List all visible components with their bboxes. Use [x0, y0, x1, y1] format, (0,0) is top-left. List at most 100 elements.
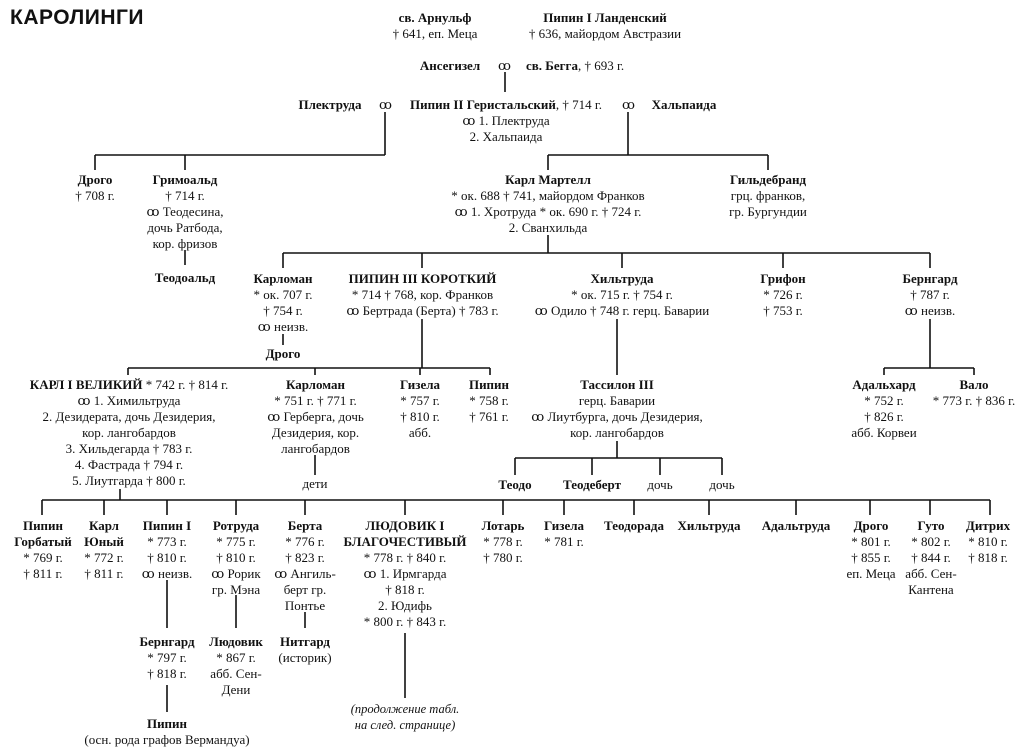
- person-name: дочь: [709, 477, 735, 492]
- person-detail: † 818 г.: [968, 550, 1008, 565]
- person-detail: ꝏ Теодесина,: [146, 204, 224, 219]
- person-detail: Понтье: [284, 598, 326, 613]
- person-detail: * 775 г.: [216, 534, 256, 549]
- person-detail: абб.: [408, 425, 432, 440]
- person-name: Теодоальд: [154, 270, 216, 285]
- person-karl-martell: Карл Мартелл * ок. 688 † 741, майордом Ф…: [438, 172, 658, 236]
- person-detail: * 769 г.: [23, 550, 63, 565]
- person-detail: † 810 г.: [147, 550, 187, 565]
- person-detail: * 810 г.: [968, 534, 1008, 549]
- person-detail: † 826 г.: [864, 409, 904, 424]
- person-detail: † 761 г.: [469, 409, 509, 424]
- person-lotar: Лотарь * 778 г. † 780 г.: [474, 518, 532, 566]
- chart-title: КАРОЛИНГИ: [10, 6, 145, 29]
- person-name: Адальхард: [852, 377, 916, 392]
- person-detail: абб. Сен-: [210, 666, 262, 681]
- person-berta: Берта * 776 г. † 823 г. ꝏ Ангиль- берт г…: [272, 518, 338, 614]
- person-detail: ꝏ 1. Хротруда * ок. 690 г. † 724 г.: [454, 204, 642, 219]
- person-name: Ансегизел: [419, 58, 481, 73]
- person-detail: * 758 г.: [469, 393, 509, 408]
- person-name: ПИПИН III КОРОТКИЙ: [348, 271, 497, 286]
- person-name: Людовик: [209, 634, 263, 649]
- person-detail: * 773 г.: [147, 534, 187, 549]
- person-name: Ротруда: [212, 518, 260, 533]
- person-name: Нитгард: [279, 634, 331, 649]
- person-name: Карломан: [253, 271, 313, 286]
- person-detail: абб. Корвеи: [851, 425, 917, 440]
- person-ludovik-pious: ЛЮДОВИК I БЛАГОЧЕСТИВЫЙ * 778 г. † 840 г…: [336, 518, 474, 630]
- person-detail: абб. Сен-: [905, 566, 957, 581]
- person-detail: 2. Юдифь: [378, 598, 432, 613]
- person-name: Пипин I Ланденский: [543, 10, 667, 25]
- person-detail: (осн. рода графов Вермандуа): [84, 732, 250, 747]
- person-name: Грифон: [760, 271, 806, 286]
- person-detail: † 636, майордом Австразии: [528, 26, 682, 41]
- person-name: Дрого: [77, 172, 113, 187]
- person-detail: † 855 г.: [851, 550, 891, 565]
- person-adalhard: Адальхард * 752 г. † 826 г. абб. Корвеи: [838, 377, 930, 441]
- person-detail: Дезидерия, кор.: [271, 425, 360, 440]
- person-name: Гизела: [543, 518, 585, 533]
- person-tassilon: Тассилон III герц. Баварии ꝏ Лиутбурга, …: [512, 377, 722, 441]
- person-teodoald: Теодоальд: [135, 270, 235, 286]
- person-detail: ꝏ 1. Химильтруда: [77, 393, 181, 408]
- person-suffix: , † 714 г.: [555, 97, 602, 112]
- person-name: св. Арнульф: [398, 10, 472, 25]
- person-detail: лангобардов: [281, 441, 350, 456]
- person-suffix: * 742 г. † 814 г.: [142, 377, 229, 392]
- person-name: Берта: [287, 518, 323, 533]
- person-name-2: БЛАГОЧЕСТИВЫЙ: [343, 534, 467, 549]
- person-detail: герц. Баварии: [578, 393, 656, 408]
- person-name: Лотарь: [481, 518, 525, 533]
- person-detail: † 753 г.: [763, 303, 803, 318]
- person-detail: гр. Бургундии: [729, 204, 807, 219]
- person-pipin2: Пипин II Геристальский, † 714 г. ꝏ 1. Пл…: [395, 97, 617, 145]
- person-detail: ꝏ неизв.: [141, 566, 193, 581]
- person-detail: ꝏ неизв.: [904, 303, 956, 318]
- person-ditrih: Дитрих * 810 г. † 818 г.: [960, 518, 1016, 566]
- person-detail: * ок. 715 г. † 754 г.: [571, 287, 673, 302]
- person-name: дочь: [647, 477, 673, 492]
- person-detail: † 811 г.: [23, 566, 63, 581]
- person-name: Карл Мартелл: [505, 172, 591, 187]
- person-detail: 2. Хальпаида: [469, 129, 543, 144]
- person-pipin-vermandois: Пипин (осн. рода графов Вермандуа): [57, 716, 277, 748]
- person-gildebrand: Гильдебранд грц. франков, гр. Бургундии: [718, 172, 818, 220]
- person-name: Пипин: [146, 716, 188, 731]
- marriage-symbol: ꝏ: [498, 58, 511, 73]
- person-name: Гуто: [917, 518, 945, 533]
- person-pipin-gorbaty: Пипин Горбатый * 769 г. † 811 г.: [8, 518, 78, 582]
- person-detail: ꝏ 1. Ирмгарда: [363, 566, 447, 581]
- person-deti: дети: [290, 476, 340, 492]
- person-detail: † 714 г.: [165, 188, 205, 203]
- person-detail: † 810 г.: [216, 550, 256, 565]
- person-drogo-son: Дрого: [253, 346, 313, 362]
- person-detail: * 752 г.: [864, 393, 904, 408]
- person-detail: 2. Дезидерата, дочь Дезидерия,: [42, 409, 216, 424]
- person-name: дети: [302, 476, 328, 491]
- person-name: Пипин: [22, 518, 64, 533]
- person-detail: берт гр.: [283, 582, 327, 597]
- person-hiltruda-715: Хильтруда * ок. 715 г. † 754 г. ꝏ Одило …: [517, 271, 727, 319]
- person-plektruda: Плектруда: [290, 97, 370, 113]
- person-detail: * 773 г. † 836 г.: [932, 393, 1016, 408]
- person-detail: еп. Меца: [846, 566, 896, 581]
- person-detail: грц. франков,: [730, 188, 806, 203]
- marriage-symbol: ꝏ: [379, 97, 392, 112]
- person-doch-1: дочь: [640, 477, 680, 493]
- person-detail: * 776 г.: [285, 534, 325, 549]
- person-detail: кор. фризов: [152, 236, 218, 251]
- person-detail: ꝏ неизв.: [257, 319, 309, 334]
- person-teodebert: Теодеберт: [552, 477, 632, 493]
- person-gizela-757: Гизела * 757 г. † 810 г. абб.: [390, 377, 450, 441]
- person-teodorada: Теодорада: [594, 518, 674, 534]
- person-name: Адальтруда: [761, 518, 831, 533]
- person-halpaida: Хальпаида: [644, 97, 724, 113]
- person-name: Дрого: [853, 518, 889, 533]
- person-name-2: Горбатый: [14, 534, 72, 549]
- person-karl-yuny: Карл Юный * 772 г. † 811 г.: [76, 518, 132, 582]
- person-karl-great: КАРЛ I ВЕЛИКИЙ * 742 г. † 814 г. ꝏ 1. Хи…: [15, 377, 243, 489]
- note-line: на след. странице): [354, 718, 456, 732]
- marriage-symbol: ꝏ: [622, 97, 635, 112]
- person-name: Пипин II Геристальский: [410, 97, 556, 112]
